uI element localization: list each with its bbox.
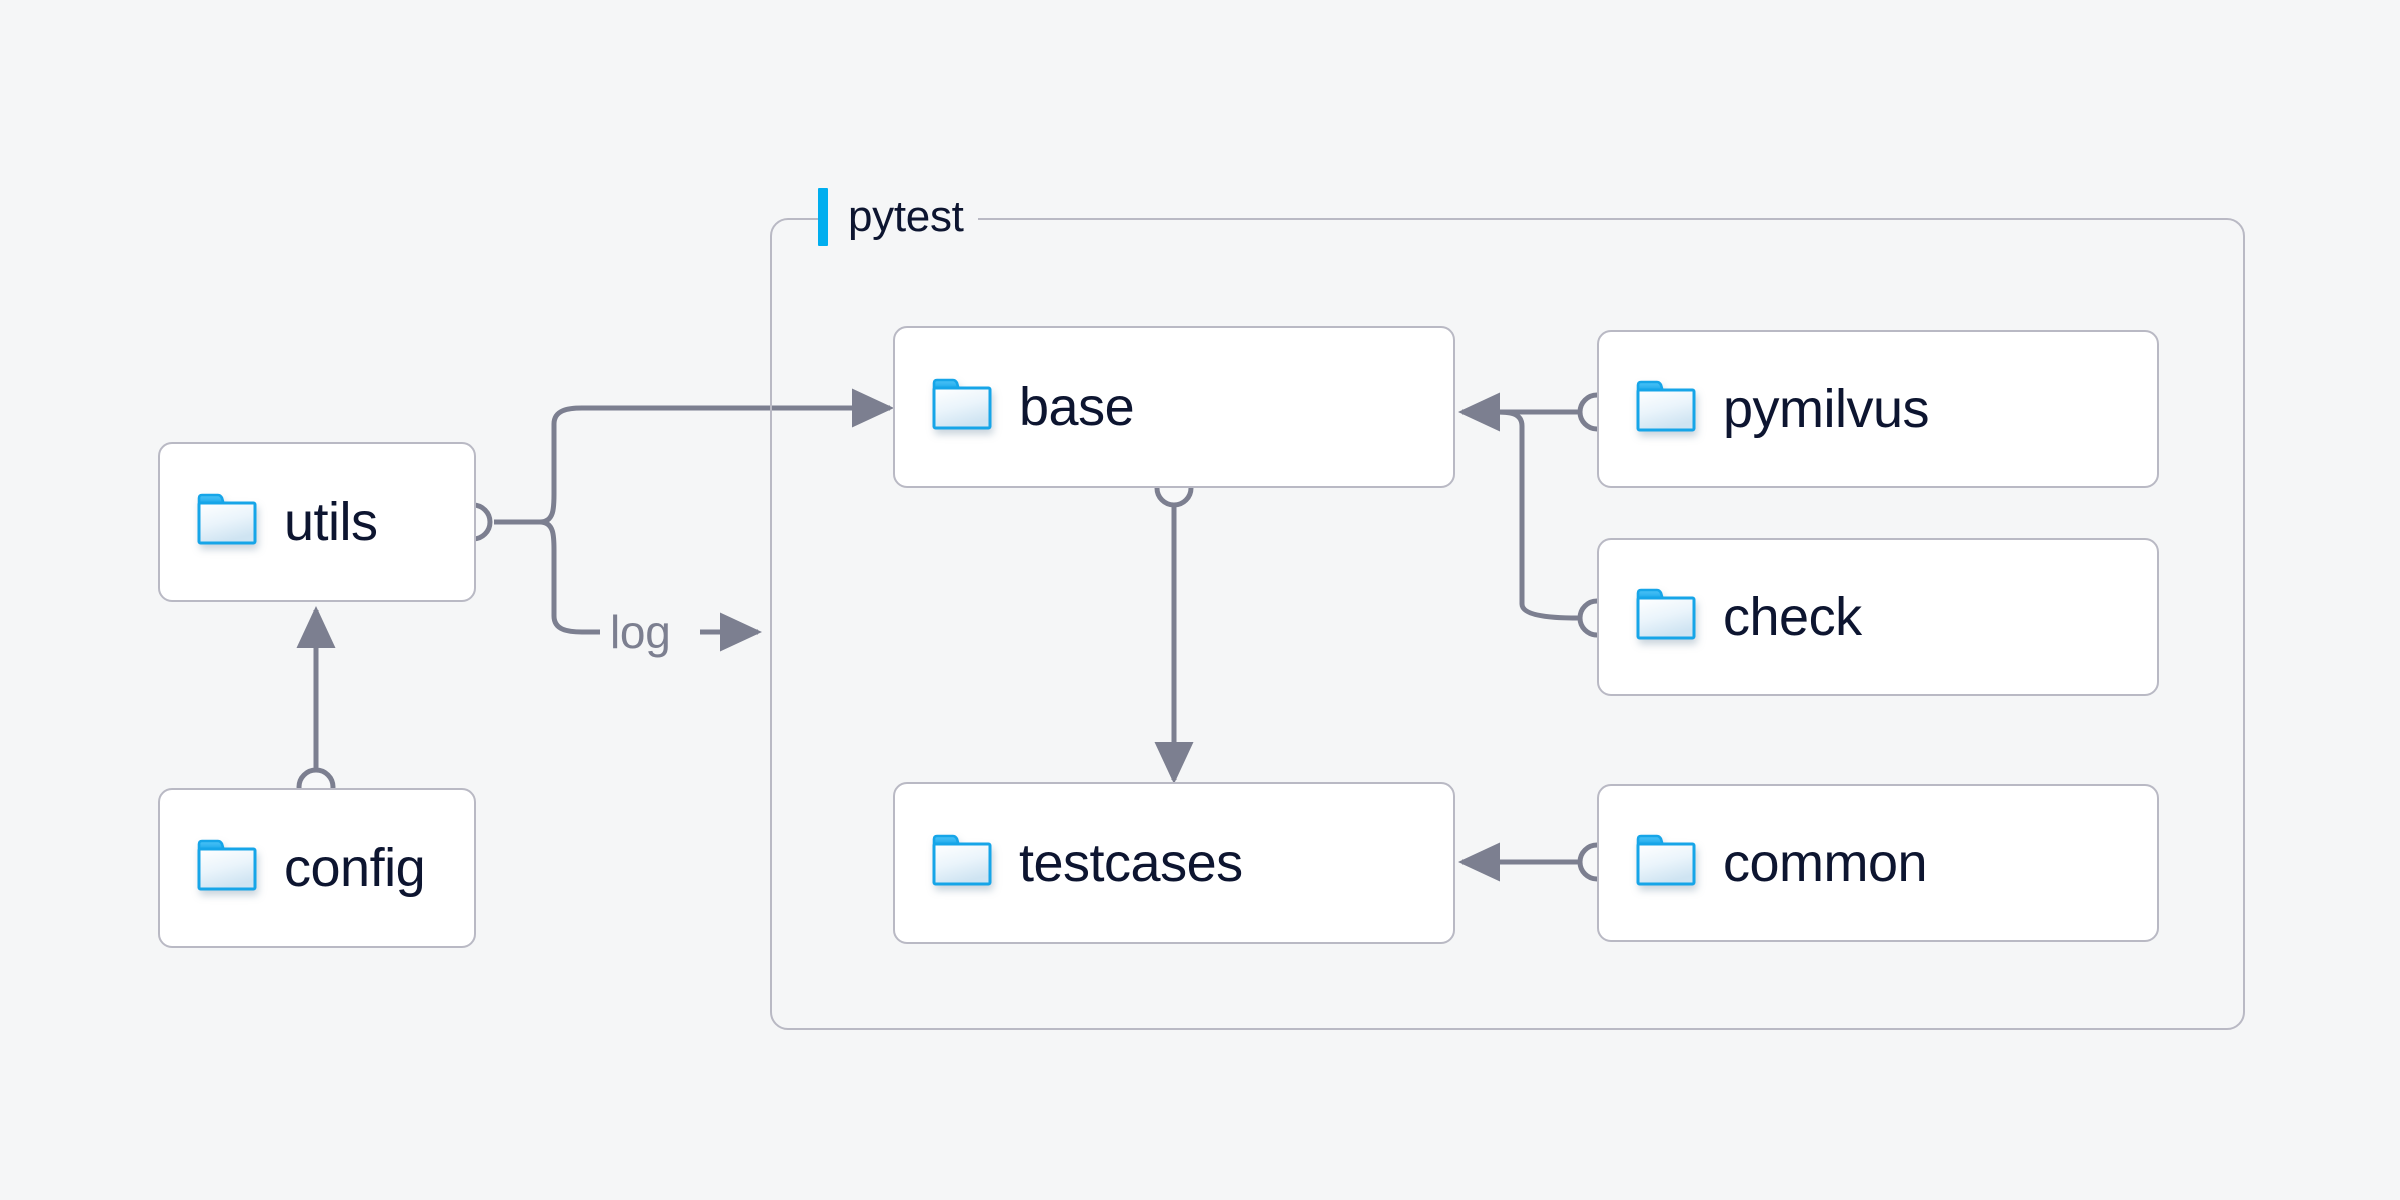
node-label: common bbox=[1723, 833, 1928, 893]
node-testcases[interactable]: testcases bbox=[893, 782, 1455, 944]
node-config[interactable]: config bbox=[158, 788, 476, 948]
node-label: base bbox=[1019, 377, 1135, 437]
folder-icon bbox=[196, 493, 258, 552]
group-accent-bar-icon bbox=[818, 188, 828, 246]
node-utils[interactable]: utils bbox=[158, 442, 476, 602]
edge-label-log: log bbox=[604, 605, 677, 659]
node-label: config bbox=[284, 838, 426, 898]
folder-icon bbox=[196, 839, 258, 898]
folder-icon bbox=[931, 834, 993, 893]
edge-check-to-base bbox=[1493, 409, 1579, 621]
node-label: utils bbox=[284, 492, 378, 552]
folder-icon bbox=[1635, 834, 1697, 893]
folder-icon bbox=[931, 378, 993, 437]
node-common[interactable]: common bbox=[1597, 784, 2159, 942]
folder-icon bbox=[1635, 588, 1697, 647]
edge-utils-to-base bbox=[539, 388, 895, 525]
node-check[interactable]: check bbox=[1597, 538, 2159, 696]
node-label: pymilvus bbox=[1723, 379, 1930, 439]
edge-utils-to-log bbox=[539, 519, 600, 635]
group-title-pytest: pytest bbox=[818, 185, 978, 249]
folder-icon bbox=[1635, 380, 1697, 439]
node-label: check bbox=[1723, 587, 1862, 647]
node-pymilvus[interactable]: pymilvus bbox=[1597, 330, 2159, 488]
node-label: testcases bbox=[1019, 833, 1243, 893]
node-base[interactable]: base bbox=[893, 326, 1455, 488]
group-title-label: pytest bbox=[848, 192, 964, 241]
group-container-pytest[interactable] bbox=[770, 218, 2245, 1030]
